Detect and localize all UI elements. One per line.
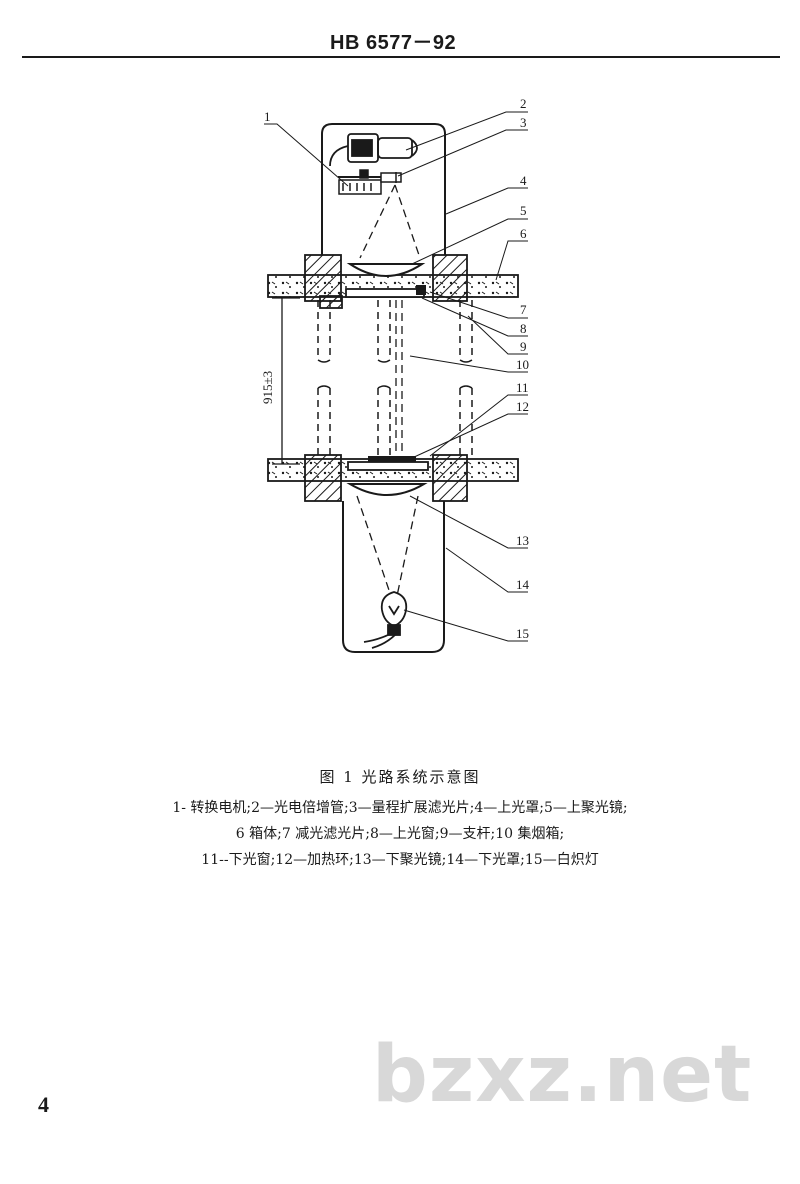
light-beam <box>395 300 403 455</box>
lower-light-cone <box>356 495 419 597</box>
attenuation-filter <box>416 285 426 295</box>
photomultiplier-tube <box>329 133 418 167</box>
callout-2: 2 <box>520 96 527 111</box>
callout-5: 5 <box>520 203 527 218</box>
callout-7: 7 <box>520 302 527 317</box>
incandescent-lamp <box>363 591 408 649</box>
upper-light-cone <box>359 184 421 259</box>
lower-light-window <box>347 461 429 471</box>
heating-ring <box>368 456 416 462</box>
support-rods <box>317 300 473 455</box>
lower-condenser-lens <box>346 483 428 496</box>
callout-11: 11 <box>516 380 529 395</box>
standard-code: HB 6577－92 <box>330 32 457 54</box>
callout-1: 1 <box>264 109 271 124</box>
callout-12: 12 <box>516 399 529 414</box>
header-rule <box>22 56 780 58</box>
dimension-line <box>272 297 300 465</box>
callout-14: 14 <box>516 577 530 592</box>
callout-13: 13 <box>516 533 529 548</box>
lower-light-hood <box>342 501 445 653</box>
callout-3: 3 <box>520 115 527 130</box>
page-number: 4 <box>38 1092 49 1117</box>
upper-condenser-lens <box>346 263 426 277</box>
range-extension-filter <box>380 172 402 183</box>
upper-light-window <box>345 288 425 298</box>
callout-10: 10 <box>516 357 529 372</box>
callout-15: 15 <box>516 626 529 641</box>
callout-9: 9 <box>520 339 527 354</box>
callout-6: 6 <box>520 226 527 241</box>
upper-light-hood <box>321 123 446 255</box>
callout-8: 8 <box>520 321 527 336</box>
legend-line: 6 箱体;7 减光滤光片;8—上光窗;9—支杆;10 集烟箱; <box>235 826 565 842</box>
legend-line: 1- 转换电机;2—光电倍增管;3—量程扩展滤光片;4—上光罩;5—上聚光镜; <box>172 800 628 816</box>
dimension-label: 915±3 <box>260 371 275 404</box>
upper-box-wall <box>267 254 519 309</box>
callout-numbers: 1 2 3 4 5 6 7 8 9 10 11 12 13 14 15 <box>264 96 530 641</box>
conversion-motor <box>338 169 400 195</box>
callout-4: 4 <box>520 173 527 188</box>
leader-lines <box>264 111 528 642</box>
watermark: bzxz.net <box>372 1030 753 1120</box>
legend-line: 11--下光窗;12—加热环;13—下聚光镜;14—下光罩;15—白炽灯 <box>201 852 599 868</box>
figure-caption: 图 1 光路系统示意图 <box>319 768 481 786</box>
optical-path-diagram: 915±3 1 <box>260 96 530 653</box>
